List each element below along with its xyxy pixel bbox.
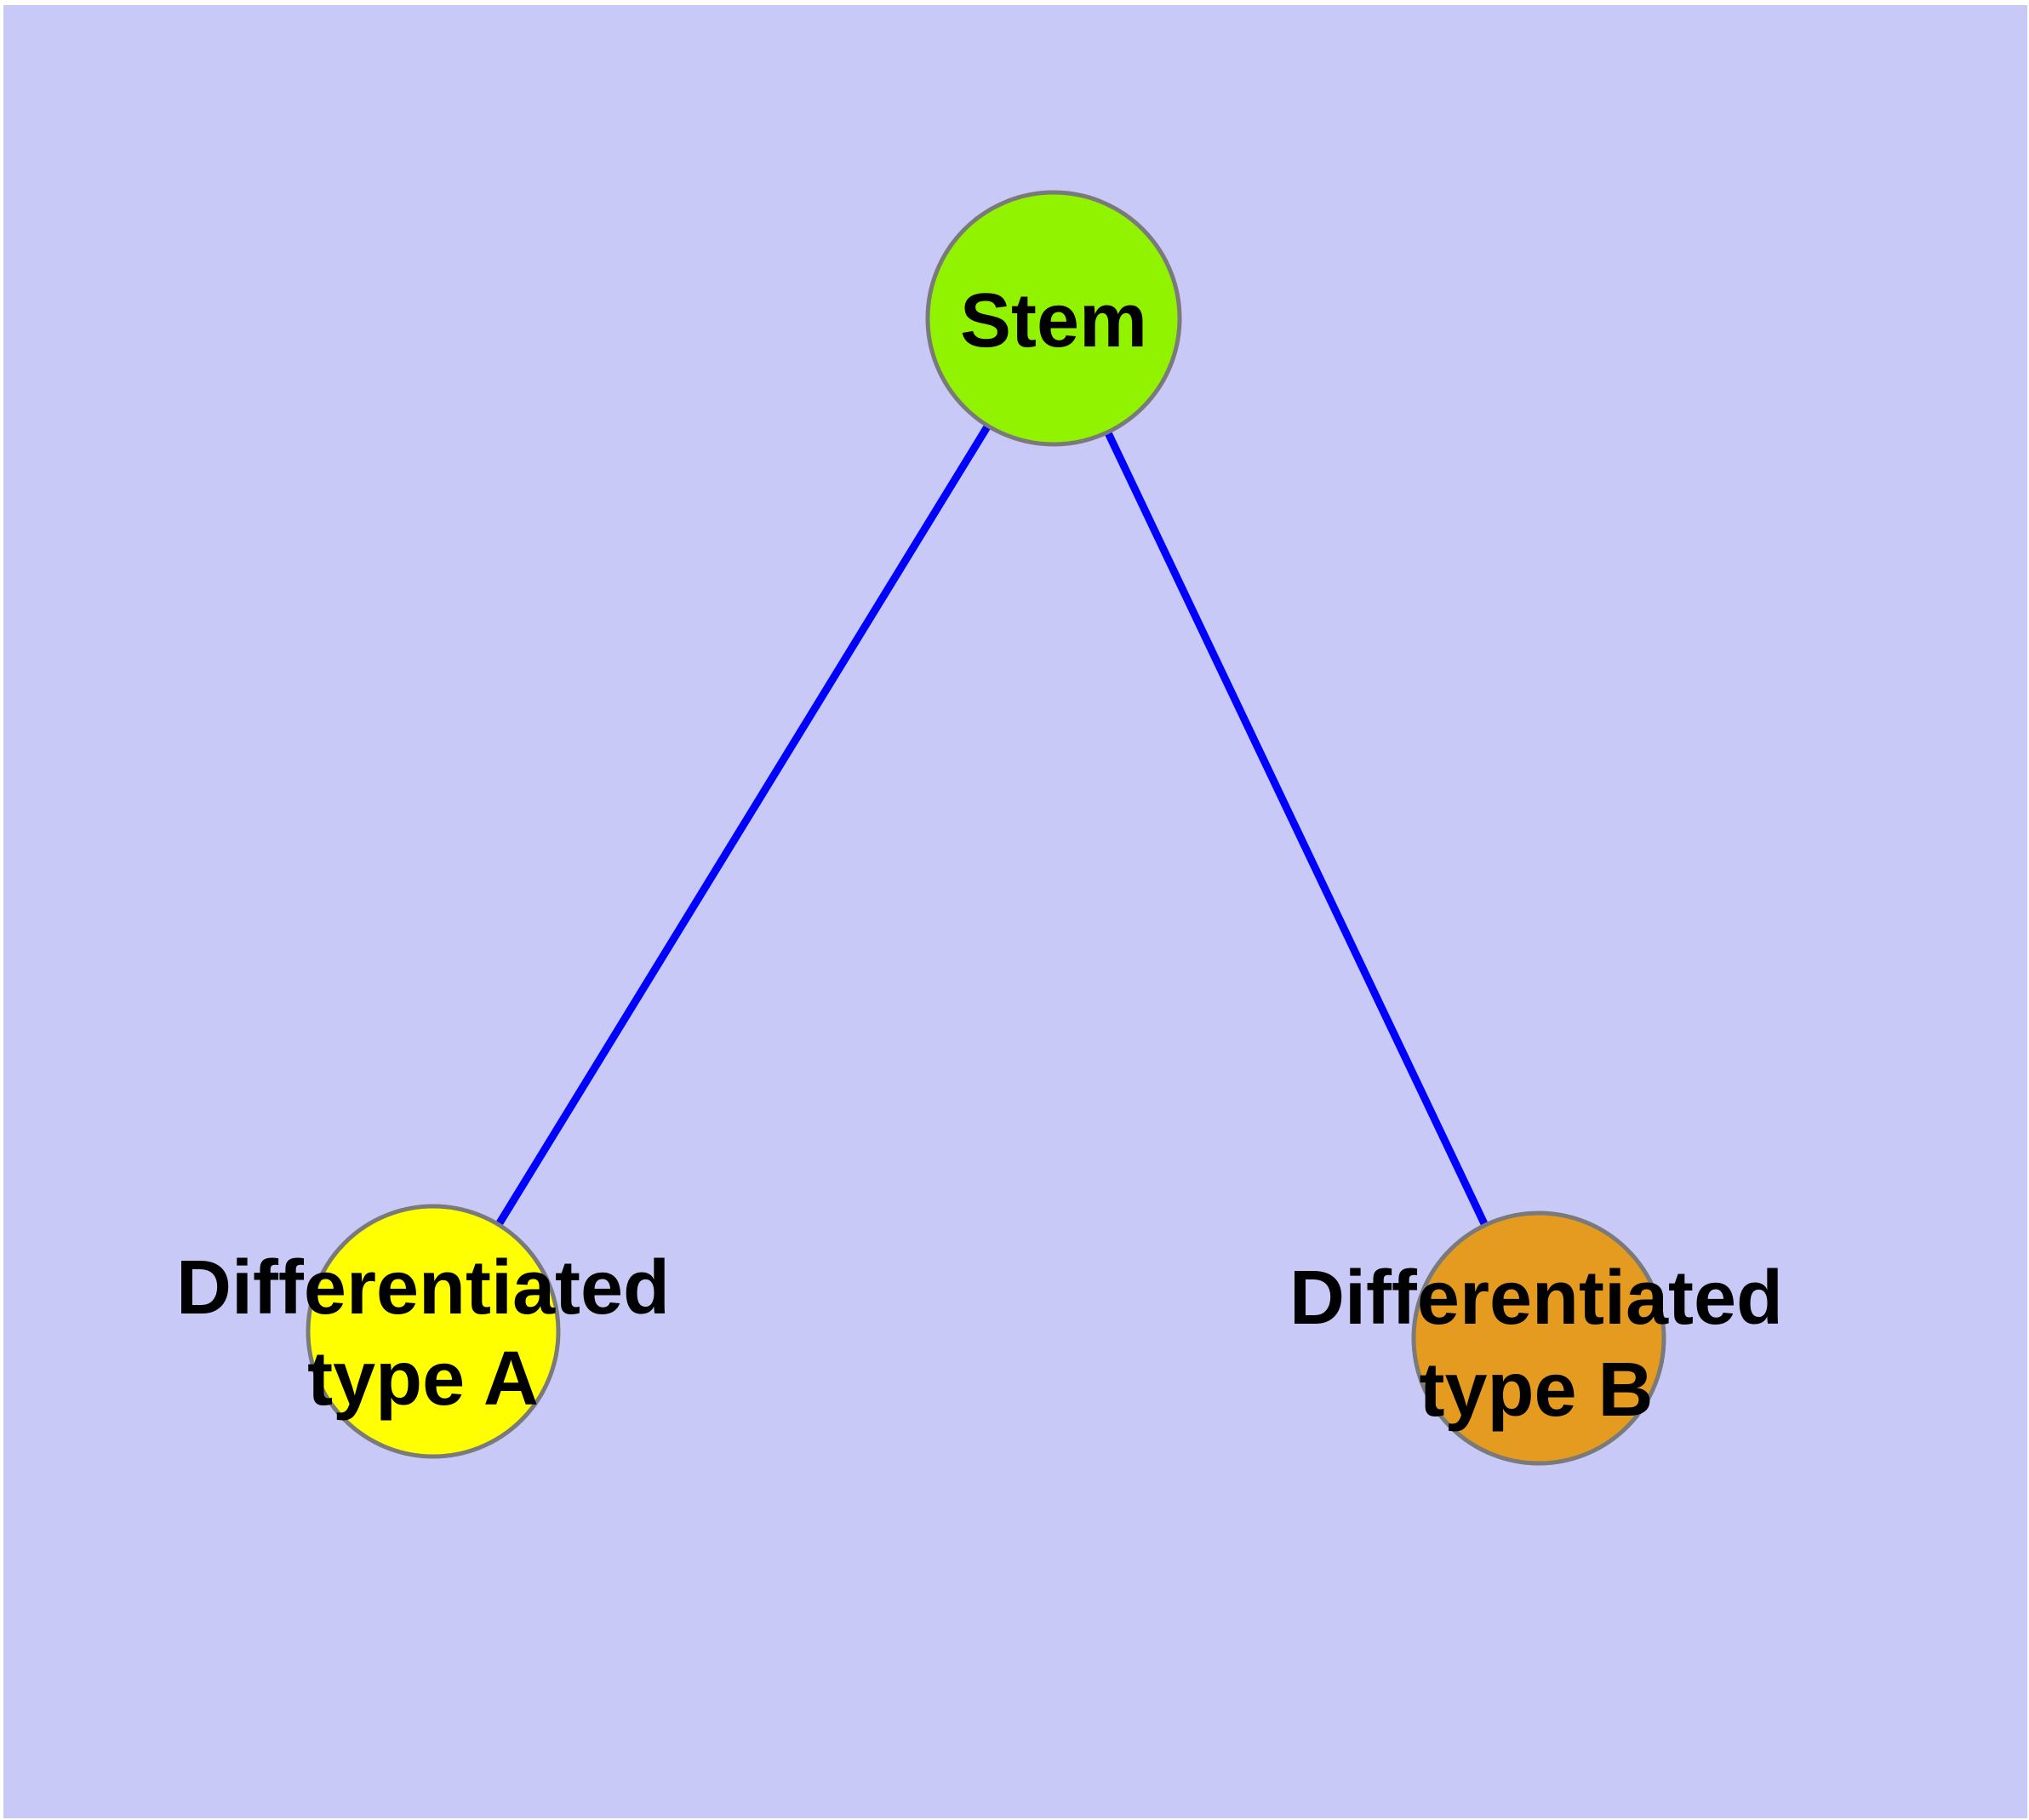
node-stem: Stem <box>925 190 1182 447</box>
node-differentiated-type-a: Differentiated type A <box>176 1204 670 1459</box>
node-stem-circle <box>925 190 1182 447</box>
node-differentiated-type-a-label-line2: type A <box>307 1336 539 1422</box>
node-differentiated-type-a-label-line1: Differentiated <box>176 1245 670 1331</box>
edge-stem-to-type-a <box>430 316 1057 1334</box>
edge-stem-to-type-b <box>1049 317 1543 1340</box>
node-differentiated-type-b-circle <box>1411 1210 1666 1466</box>
node-stem-label: Stem <box>960 278 1147 363</box>
node-differentiated-type-b-label-line2: type B <box>1419 1348 1653 1433</box>
node-differentiated-type-b-label-line1: Differentiated <box>1289 1256 1783 1341</box>
node-differentiated-type-b: Differentiated type B <box>1289 1210 1783 1466</box>
node-differentiated-type-a-circle <box>306 1204 561 1459</box>
